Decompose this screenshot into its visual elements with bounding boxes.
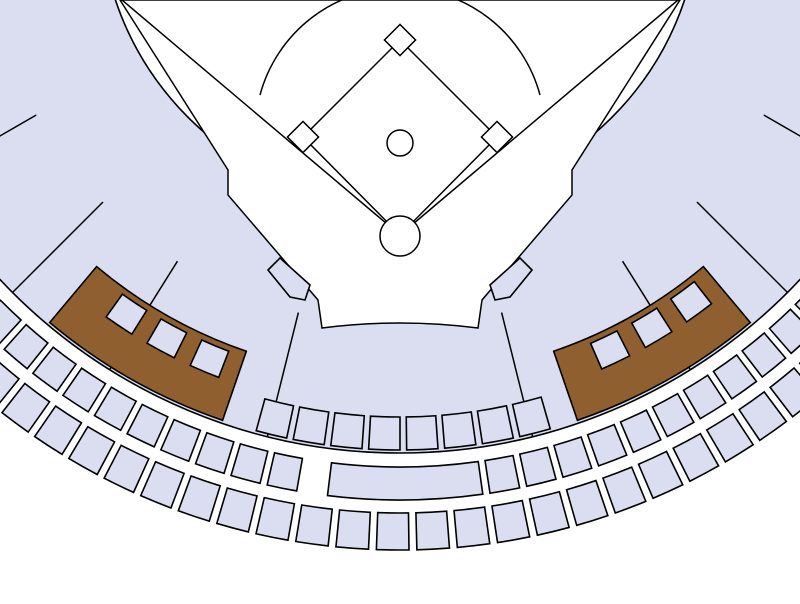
outer-seat-block[interactable] bbox=[741, 331, 787, 379]
first-base-dugout[interactable] bbox=[489, 256, 534, 301]
outer-seat-block[interactable] bbox=[794, 284, 800, 328]
box-seat[interactable] bbox=[367, 415, 401, 451]
outer-seat-block[interactable] bbox=[177, 474, 222, 523]
infield-arc bbox=[259, 0, 541, 96]
outer-seat-block[interactable] bbox=[33, 404, 83, 456]
outer-seat-block[interactable] bbox=[705, 412, 755, 463]
box-seat[interactable] bbox=[441, 411, 477, 450]
seat-box[interactable] bbox=[589, 329, 631, 371]
third-base bbox=[286, 120, 320, 154]
outer-seat-block[interactable] bbox=[159, 418, 202, 463]
box-seat[interactable] bbox=[405, 414, 439, 451]
outer-seat-block[interactable] bbox=[712, 353, 758, 400]
outer-seat-block[interactable] bbox=[266, 451, 304, 492]
outer-seat-block[interactable] bbox=[335, 509, 372, 551]
outer-seat-block[interactable] bbox=[768, 308, 800, 355]
seat-box[interactable] bbox=[189, 338, 230, 379]
outer-seat-block[interactable] bbox=[215, 486, 258, 533]
outer-seat-block[interactable] bbox=[491, 499, 531, 544]
seat-box[interactable] bbox=[630, 307, 673, 349]
outer-seat-block[interactable] bbox=[67, 425, 116, 476]
outer-seat-block[interactable] bbox=[61, 367, 107, 413]
pitchers-mound bbox=[386, 129, 414, 157]
outer-seat-block[interactable] bbox=[484, 454, 521, 495]
outer-seat-block[interactable] bbox=[518, 446, 557, 488]
outer-seat-block[interactable] bbox=[415, 510, 451, 551]
outer-seat-block[interactable] bbox=[528, 490, 571, 537]
seat-box[interactable] bbox=[105, 293, 148, 336]
seat-blocks bbox=[0, 284, 800, 551]
outer-seat-block[interactable] bbox=[126, 403, 169, 448]
outer-seat-block[interactable] bbox=[255, 496, 296, 542]
outer-seat-block[interactable] bbox=[230, 442, 269, 485]
playing-field bbox=[119, 0, 681, 329]
outer-seat-block[interactable] bbox=[682, 374, 727, 420]
section-divider bbox=[696, 201, 789, 294]
outer-seat-block[interactable] bbox=[769, 366, 800, 418]
section-divider bbox=[763, 114, 800, 137]
seat-box[interactable] bbox=[145, 317, 188, 359]
outer-seat-block[interactable] bbox=[0, 359, 21, 408]
outer-seat-block[interactable] bbox=[93, 386, 138, 432]
outer-seat-block-center[interactable] bbox=[326, 460, 484, 501]
outer-seat-block[interactable] bbox=[453, 506, 491, 549]
outer-seat-block[interactable] bbox=[672, 432, 720, 483]
box-seat[interactable] bbox=[292, 406, 330, 446]
home-plate-circle bbox=[379, 215, 421, 257]
outer-seat-block[interactable] bbox=[619, 409, 662, 454]
outer-seat-block[interactable] bbox=[3, 323, 49, 370]
outer-seat-block[interactable] bbox=[0, 299, 23, 345]
outer-seat-block[interactable] bbox=[194, 431, 235, 475]
outer-seat-block[interactable] bbox=[737, 390, 788, 442]
outer-seat-block[interactable] bbox=[294, 504, 334, 547]
first-base bbox=[480, 120, 514, 154]
box-seat[interactable] bbox=[511, 396, 552, 438]
third-base-dugout[interactable] bbox=[266, 256, 311, 301]
outer-seat-block[interactable] bbox=[601, 466, 647, 515]
foul-lines bbox=[121, 0, 679, 236]
second-base bbox=[383, 23, 417, 57]
outer-seat-block[interactable] bbox=[651, 392, 695, 438]
outer-seat-block[interactable] bbox=[565, 479, 609, 527]
outer-seat-block[interactable] bbox=[103, 444, 150, 494]
outer-seat-block[interactable] bbox=[637, 450, 684, 500]
outer-seat-block[interactable] bbox=[552, 436, 593, 479]
outer-seat-block[interactable] bbox=[0, 382, 51, 434]
box-seat[interactable] bbox=[329, 411, 366, 450]
outer-seat-block[interactable] bbox=[375, 511, 410, 551]
outer-seat-block[interactable] bbox=[586, 423, 628, 467]
box-seat[interactable] bbox=[476, 404, 515, 445]
section-divider bbox=[0, 114, 37, 137]
outer-seat-block[interactable] bbox=[139, 460, 186, 509]
outer-seat-block[interactable] bbox=[31, 346, 78, 393]
seat-box[interactable] bbox=[669, 280, 713, 324]
box-seat[interactable] bbox=[255, 397, 295, 440]
section-divider bbox=[11, 201, 104, 294]
